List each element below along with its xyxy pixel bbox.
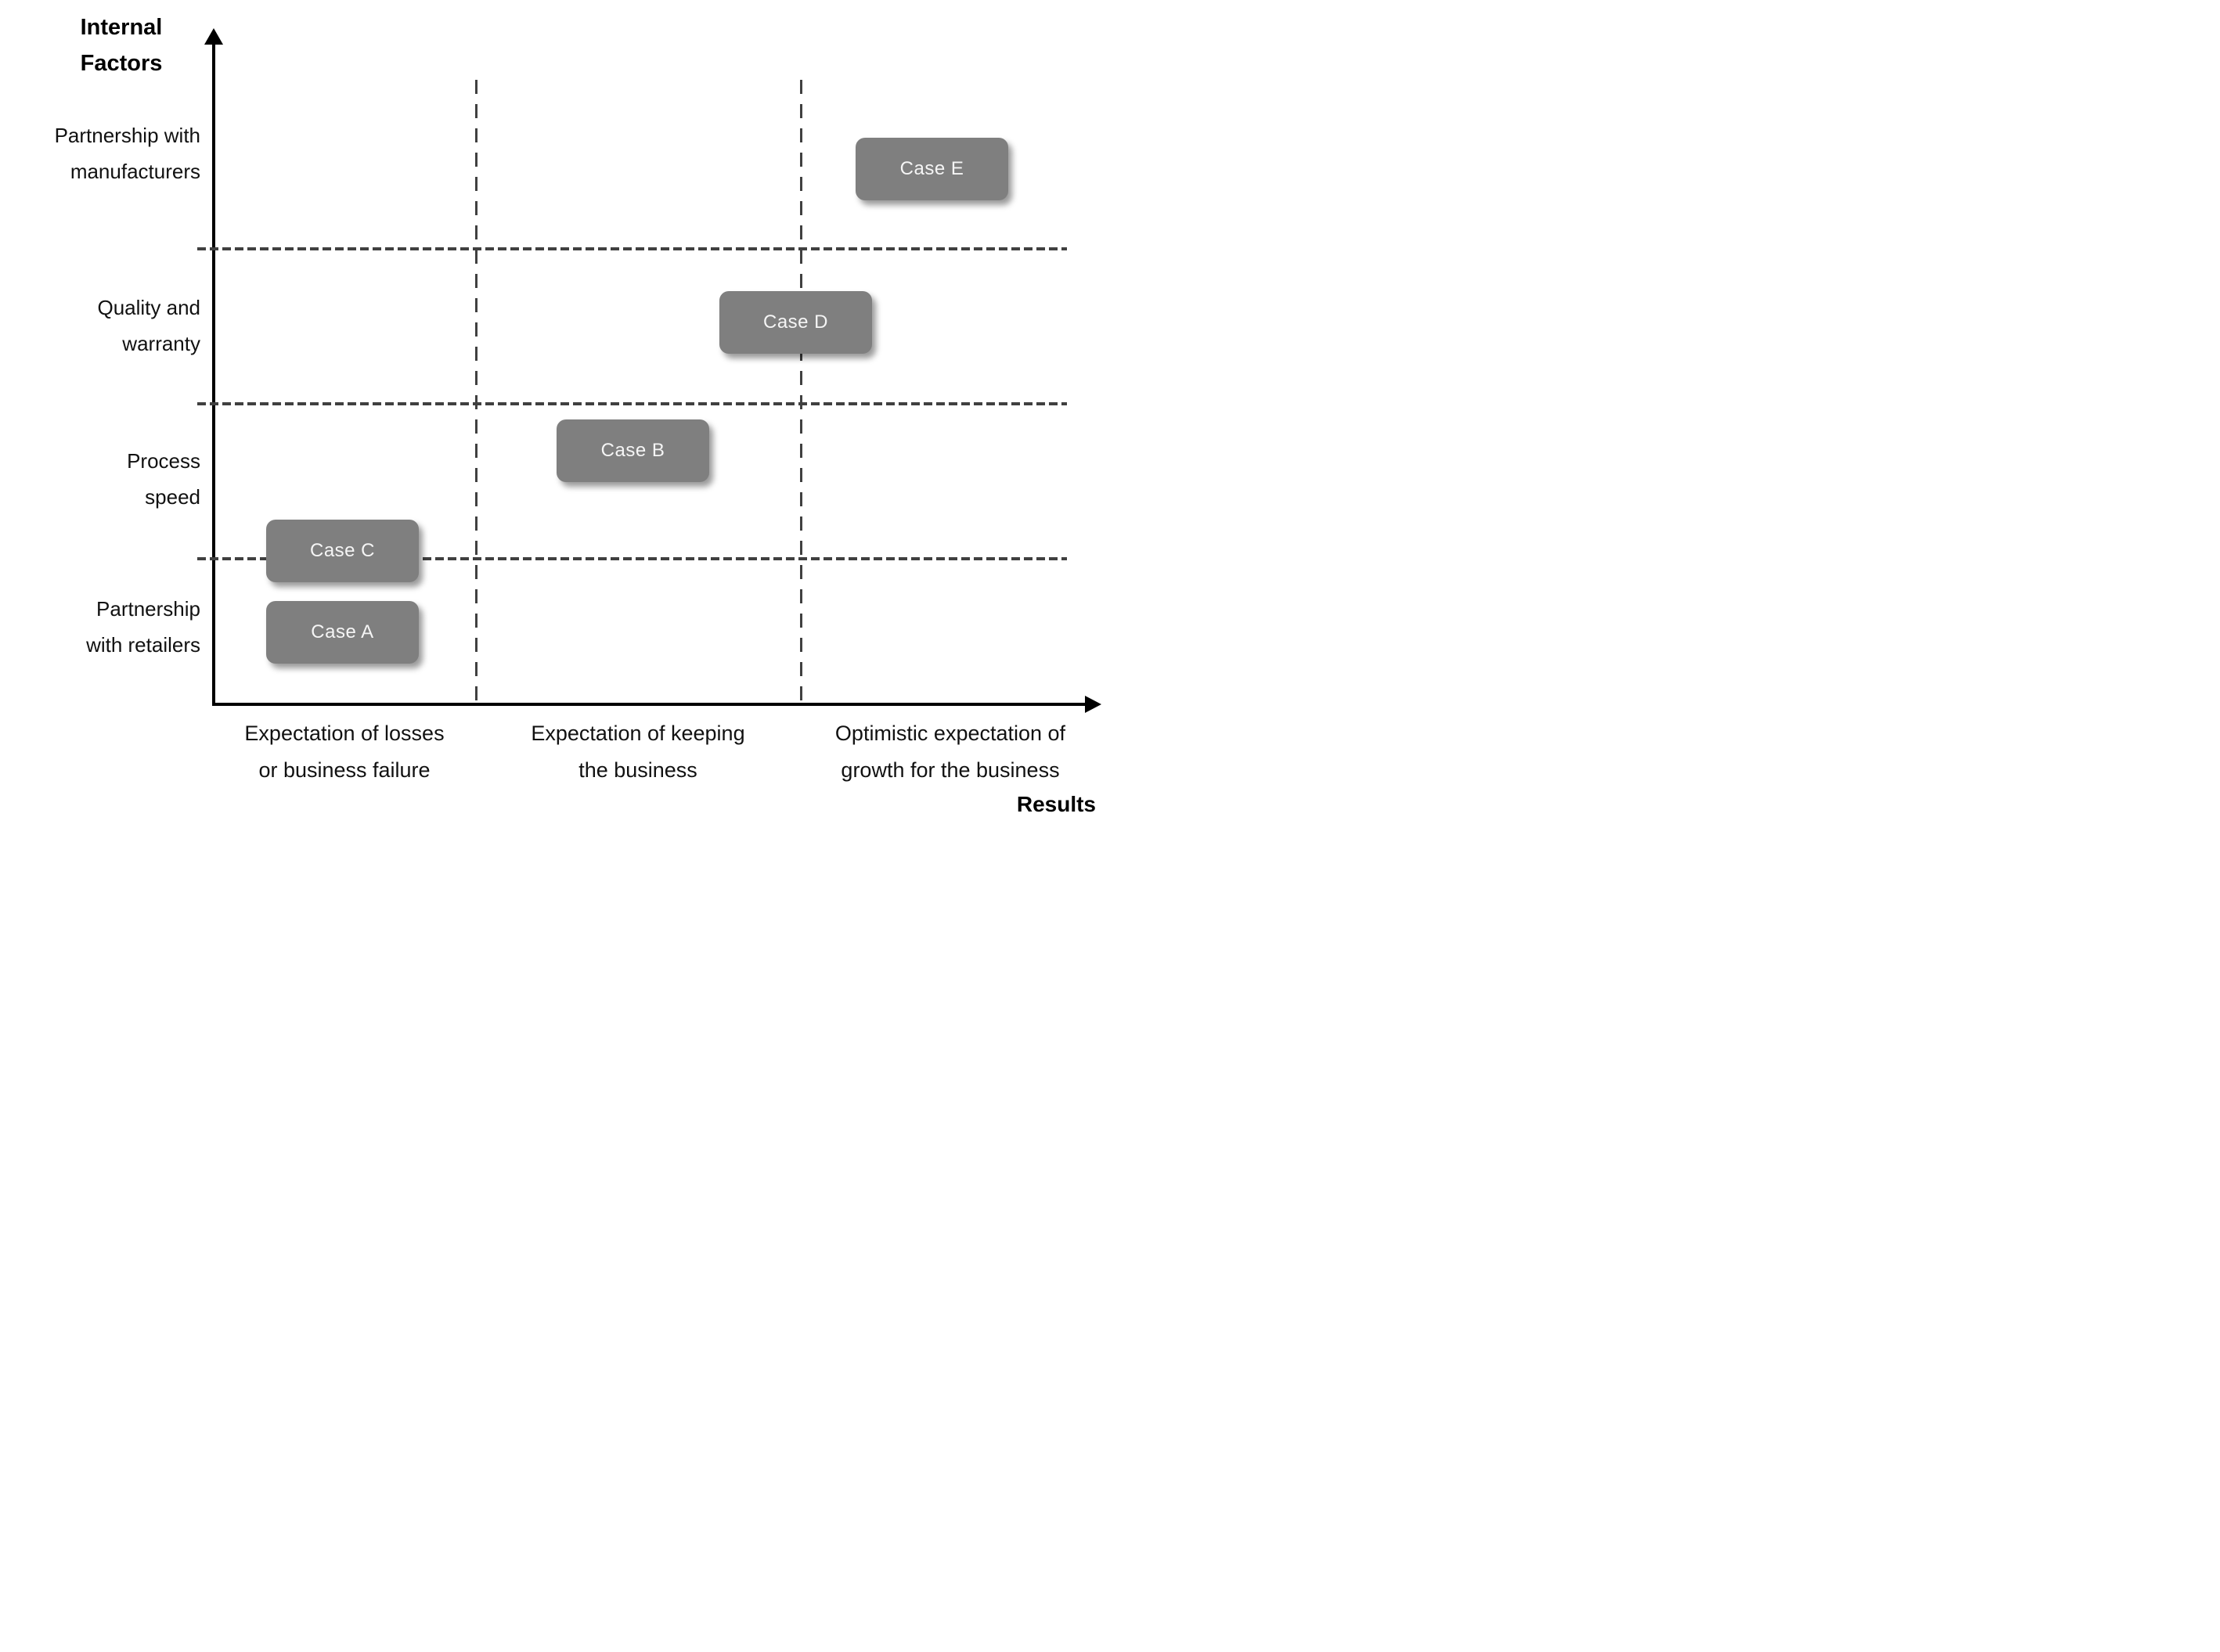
y-axis-arrow-icon bbox=[204, 28, 223, 45]
grid-divider-horizontal-3 bbox=[197, 557, 1067, 560]
x-axis-label-growth: Optimistic expectation of growth for the… bbox=[834, 722, 1066, 782]
grid-divider-vertical-2 bbox=[800, 80, 802, 703]
case-box-d: Case D bbox=[719, 291, 872, 354]
case-positioning-matrix-chart: Internal Factors Results Partnership wit… bbox=[0, 0, 1110, 826]
grid-divider-horizontal-2 bbox=[197, 402, 1067, 405]
y-axis-title: Internal Factors bbox=[80, 15, 163, 76]
y-axis-label-process-speed: Process speed bbox=[127, 449, 200, 509]
y-axis-label-quality-warranty: Quality and warranty bbox=[97, 296, 200, 355]
y-axis-label-partnership-retailers: Partnership with retailers bbox=[86, 597, 200, 657]
x-axis-label-losses: Expectation of losses or business failur… bbox=[244, 722, 445, 782]
x-axis-line bbox=[212, 703, 1087, 706]
case-box-c: Case C bbox=[266, 520, 419, 582]
case-box-a: Case A bbox=[266, 601, 419, 664]
x-axis-label-keeping: Expectation of keeping the business bbox=[531, 722, 745, 782]
grid-divider-vertical-1 bbox=[475, 80, 478, 703]
case-box-b: Case B bbox=[557, 419, 709, 482]
case-box-e: Case E bbox=[856, 138, 1008, 200]
y-axis-line bbox=[212, 34, 215, 704]
y-axis-label-partnership-manufacturers: Partnership with manufacturers bbox=[54, 124, 200, 183]
x-axis-title: Results bbox=[1016, 792, 1096, 816]
grid-divider-horizontal-1 bbox=[197, 247, 1067, 250]
x-axis-arrow-icon bbox=[1085, 696, 1101, 713]
